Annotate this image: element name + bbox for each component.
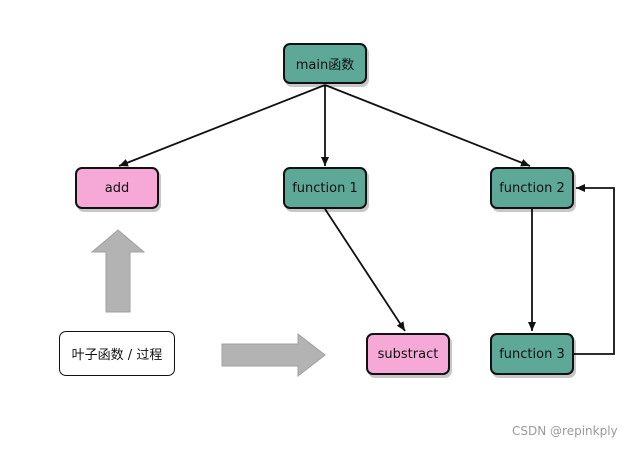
node-main-function: main函数 [283, 43, 367, 84]
node-leaf-legend: 叶子函数 / 过程 [59, 331, 175, 376]
node-function-2: function 2 [490, 167, 574, 209]
node-leaf-label: 叶子函数 / 过程 [71, 348, 163, 363]
node-function-1: function 1 [283, 167, 367, 209]
node-function-2-label: function 2 [499, 180, 565, 196]
edge-main-to-add [118, 84, 326, 167]
node-function-3-label: function 3 [499, 346, 565, 362]
node-function-1-label: function 1 [292, 180, 358, 196]
gray-right-arrow [221, 332, 326, 378]
node-add: add [75, 167, 159, 209]
edge-main-to-function2 [324, 84, 531, 167]
node-add-label: add [104, 180, 130, 196]
node-substract: substract [366, 333, 450, 375]
node-substract-label: substract [377, 346, 439, 362]
edge-function3-to-function2 [574, 184, 615, 355]
node-main-label: main函数 [295, 58, 355, 73]
node-function-3: function 3 [490, 333, 574, 375]
gray-up-arrow [90, 229, 146, 313]
watermark-text: CSDN @repinkply [512, 424, 618, 438]
edge-function1-to-substract [324, 208, 406, 332]
